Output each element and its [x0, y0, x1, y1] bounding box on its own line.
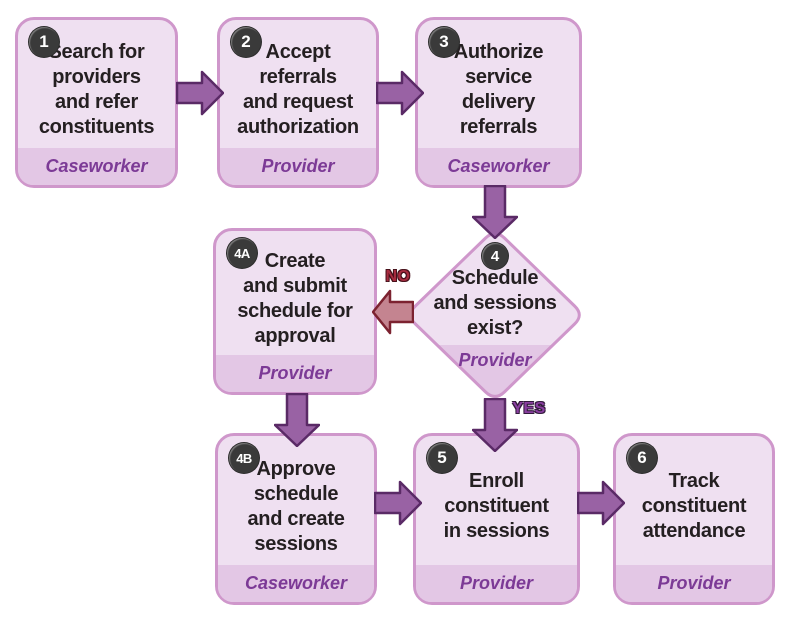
step-3-box: 3 Authorize service delivery referrals C… [415, 17, 582, 188]
step-4a-label: Create and submit schedule for approval [237, 250, 353, 347]
step-4b-badge: 4B [229, 443, 259, 473]
step-6-box: 6 Track constituent attendance Provider [613, 433, 775, 605]
step-2-label: Accept referrals and request authorizati… [237, 41, 359, 138]
arrow-step4b-to-step5-icon [374, 480, 422, 526]
step-1-box: 1 Search for providers and refer constit… [15, 17, 178, 188]
arrow-step5-to-step6-icon [577, 480, 625, 526]
step-3-label: Authorize service delivery referrals [453, 41, 544, 138]
arrow-step4-no-to-step4a-icon [372, 289, 414, 335]
step-4-label: Schedule and sessions exist? [403, 266, 587, 341]
step-5-role: Provider [459, 573, 534, 593]
arrow-step4a-to-step4b-icon [274, 393, 320, 447]
arrow-step4-yes-to-step5-icon [472, 398, 518, 452]
step-6-body: Track constituent attendance [616, 436, 772, 565]
step-4-label-text: Schedule and sessions exist? [433, 267, 557, 339]
step-5-label: Enroll constituent in sessions [443, 470, 550, 542]
step-2-box: 2 Accept referrals and request authoriza… [217, 17, 379, 188]
step-2-role: Provider [261, 156, 335, 176]
branch-label-no: NO [385, 268, 411, 285]
step-4b-body: Approve schedule and create sessions [218, 436, 374, 565]
step-6-footer: Provider [616, 565, 772, 602]
step-4-badge: 4 [482, 243, 508, 269]
step-2-badge: 2 [231, 27, 261, 57]
step-4b-label: Approve schedule and create sessions [247, 457, 345, 555]
step-4-footer: Provider [403, 345, 587, 375]
step-1-role: Caseworker [45, 156, 148, 176]
step-1-body: Search for providers and refer constitue… [18, 20, 175, 148]
step-4a-footer: Provider [216, 355, 374, 392]
step-4a-box: 4A Create and submit schedule for approv… [213, 228, 377, 395]
step-4a-badge: 4A [227, 238, 257, 268]
step-4a-body: Create and submit schedule for approval [216, 231, 374, 355]
step-4-role: Provider [458, 349, 532, 370]
diamond-shape [409, 232, 581, 398]
branch-label-yes: YES [512, 400, 546, 417]
step-4a-role: Provider [258, 363, 332, 383]
step-1-footer: Caseworker [18, 148, 175, 185]
step-5-body: Enroll constituent in sessions [416, 436, 577, 565]
step-4b-box: 4B Approve schedule and create sessions … [215, 433, 377, 605]
step-1-label: Search for providers and refer constitue… [38, 41, 155, 138]
arrow-step1-to-step2-icon [176, 70, 224, 116]
arrow-step2-to-step3-icon [376, 70, 424, 116]
step-4-decision-diamond: 4 Schedule and sessions exist? Provider [403, 226, 587, 404]
step-2-footer: Provider [220, 148, 376, 185]
step-3-footer: Caseworker [418, 148, 579, 185]
step-4b-footer: Caseworker [218, 565, 374, 602]
step-5-footer: Provider [416, 565, 577, 602]
step-6-badge: 6 [627, 443, 657, 473]
step-2-body: Accept referrals and request authorizati… [220, 20, 376, 148]
step-5-badge: 5 [427, 443, 457, 473]
step-5-box: 5 Enroll constituent in sessions Provide… [413, 433, 580, 605]
step-6-role: Provider [657, 573, 731, 593]
step-3-badge: 3 [429, 27, 459, 57]
step-1-badge: 1 [29, 27, 59, 57]
step-6-label: Track constituent attendance [641, 470, 747, 542]
step-4b-role: Caseworker [244, 573, 348, 593]
step-3-role: Caseworker [447, 156, 550, 176]
arrow-step3-to-step4-icon [472, 185, 518, 239]
step-3-body: Authorize service delivery referrals [418, 20, 579, 148]
